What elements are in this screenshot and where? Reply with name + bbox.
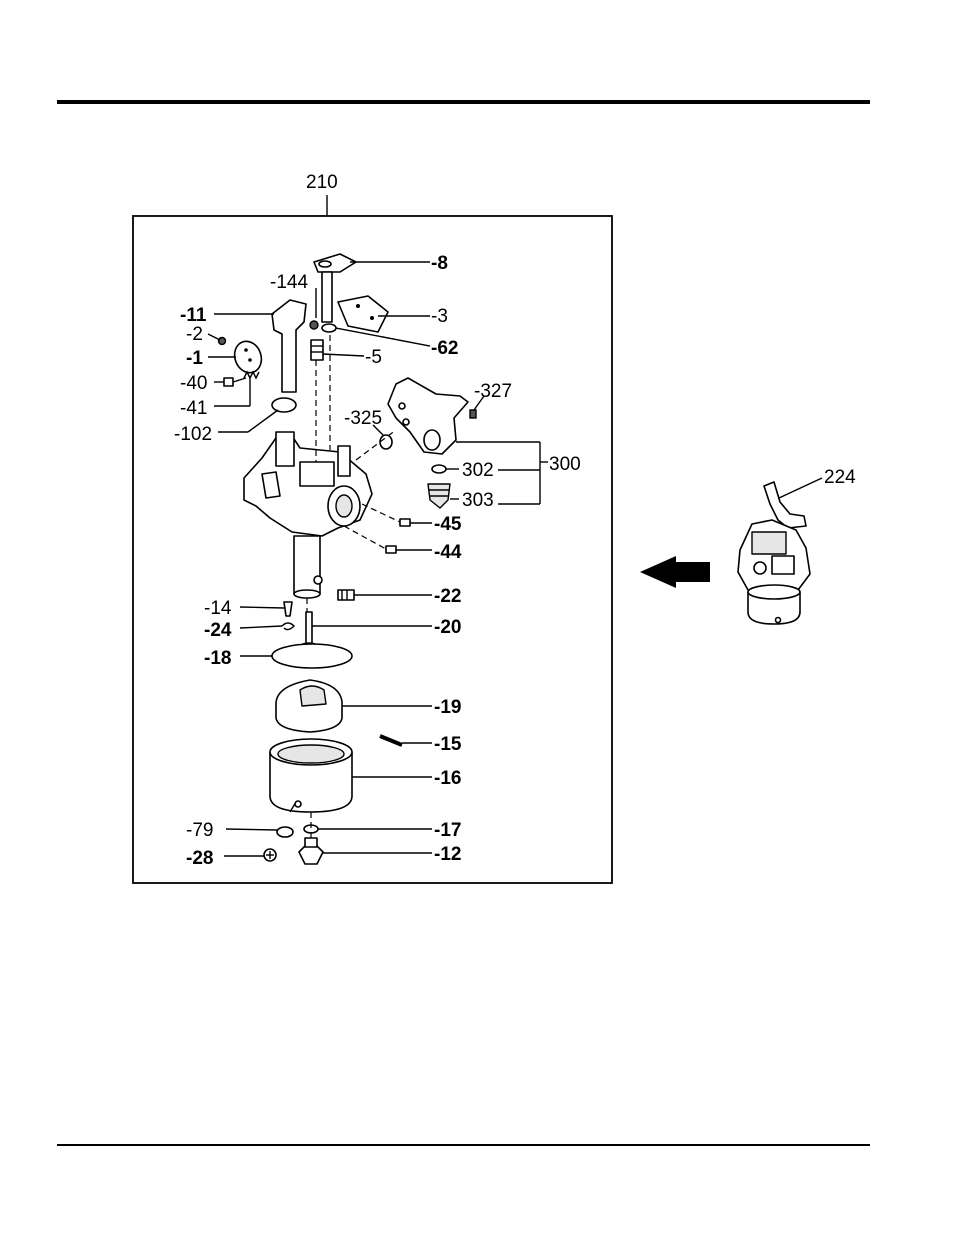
callout-327: -327 xyxy=(474,381,512,402)
part-14-clip xyxy=(284,602,292,616)
callout-3: -3 xyxy=(431,306,448,327)
part-15-pin xyxy=(380,736,402,745)
axis-44 xyxy=(344,526,386,549)
part-3-choke-plate xyxy=(338,296,388,332)
part-40-idle-screw xyxy=(224,378,246,386)
callout-11: -11 xyxy=(180,305,207,326)
part-18-gasket xyxy=(272,644,352,668)
carburetor-body xyxy=(244,432,372,598)
part-327-screw xyxy=(470,410,476,418)
part-62-seal xyxy=(322,324,336,332)
callout-44: -44 xyxy=(434,542,462,563)
part-12-bowl-bolt xyxy=(299,838,323,864)
direction-arrow-icon xyxy=(640,556,710,588)
callout-17: -17 xyxy=(434,820,461,841)
part-144-screw xyxy=(310,290,318,329)
callout-300: 300 xyxy=(549,454,581,475)
callout-144: -144 xyxy=(270,272,308,293)
callout-1: -1 xyxy=(186,348,203,369)
part-22-plug xyxy=(338,590,354,600)
callout-41: -41 xyxy=(180,398,207,419)
callout-325: -325 xyxy=(344,408,382,429)
part-303-needle-valve xyxy=(428,484,450,508)
callout-16: -16 xyxy=(434,768,461,789)
callout-12: -12 xyxy=(434,844,461,865)
callout-79: -79 xyxy=(186,820,213,841)
part-79-washer xyxy=(277,827,293,837)
callout-62: -62 xyxy=(431,338,458,359)
part-11-throttle-shaft xyxy=(272,300,306,392)
callout-5: -5 xyxy=(365,347,382,368)
callout-15: -15 xyxy=(434,734,462,755)
part-5-jet xyxy=(311,340,323,360)
callout-24: -24 xyxy=(204,620,232,641)
inset-assembled-carburetor: 224 xyxy=(640,467,856,624)
callout-302: 302 xyxy=(462,460,494,481)
callout-28: -28 xyxy=(186,848,213,869)
callout-22: -22 xyxy=(434,586,461,607)
part-45-screw xyxy=(400,519,410,526)
callout-40: -40 xyxy=(180,373,207,394)
callout-20: -20 xyxy=(434,617,461,638)
part-24-pin xyxy=(282,623,294,630)
callout-2: -2 xyxy=(186,324,203,345)
callout-102: -102 xyxy=(174,424,212,445)
callout-19: -19 xyxy=(434,697,461,718)
part-19-float xyxy=(276,680,342,732)
part-325-o-ring xyxy=(380,435,392,449)
part-16-float-bowl xyxy=(270,739,352,812)
callout-224: 224 xyxy=(824,467,856,488)
callout-303: 303 xyxy=(462,490,494,511)
axis-45 xyxy=(362,504,400,522)
part-44-screw xyxy=(386,546,396,553)
part-2-screw xyxy=(219,338,226,345)
callout-18: -18 xyxy=(204,648,231,669)
part-302-washer xyxy=(432,465,446,473)
assembly-label: 210 xyxy=(306,172,338,193)
callout-8: -8 xyxy=(431,253,448,274)
callout-14: -14 xyxy=(204,598,232,619)
part-102-gasket xyxy=(272,398,296,412)
callout-45: -45 xyxy=(434,514,462,535)
part-28-drain-screw xyxy=(264,849,276,861)
